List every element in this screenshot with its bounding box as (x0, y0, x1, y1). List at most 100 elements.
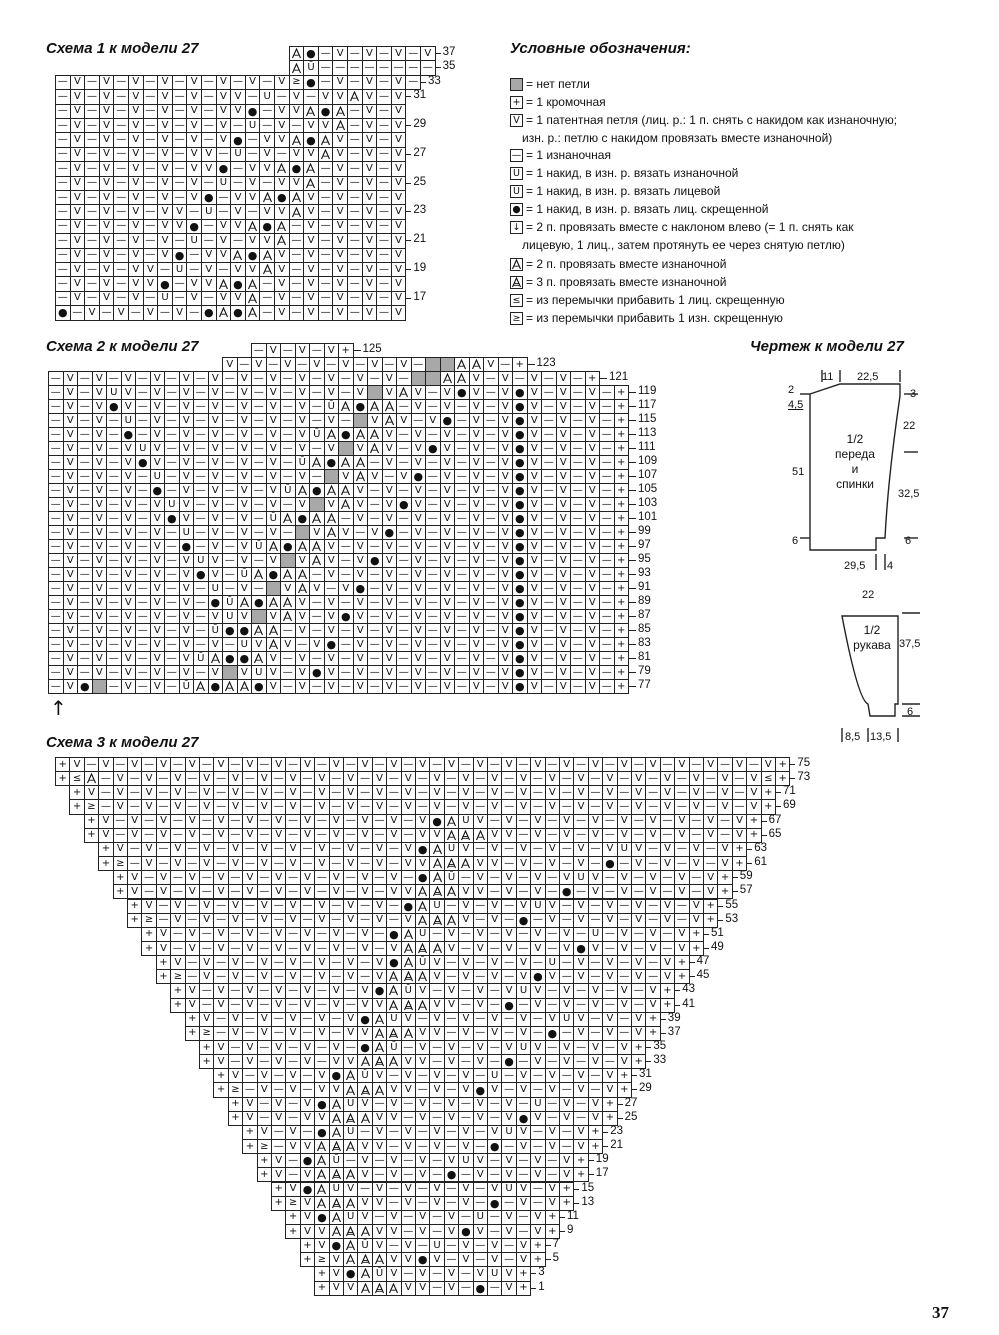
purl-cell: — (443, 1238, 460, 1254)
purl-cell: — (199, 926, 215, 942)
purl-cell: — (367, 567, 383, 582)
purl-cell: — (314, 757, 330, 773)
purl-cell: — (338, 595, 354, 610)
patent-stitch-cell: V (178, 623, 194, 638)
patent-stitch-cell: V (439, 441, 455, 456)
purl-cell: — (299, 898, 316, 914)
row-tick (628, 420, 636, 421)
yarnover-knit-cell: Ū (371, 1266, 388, 1282)
row-number: 53 (725, 912, 738, 927)
purl-cell: — (113, 247, 129, 263)
row-tick (602, 1146, 609, 1148)
patent-stitch-cell: V (207, 399, 223, 414)
patent-stitch-cell: V (69, 175, 86, 191)
patent-stitch-cell: V (230, 204, 246, 220)
patent-stitch-cell: V (274, 118, 290, 134)
purl-cell: — (487, 1280, 503, 1296)
patent-stitch-cell: V (587, 813, 604, 829)
row-tick (628, 630, 636, 631)
purl-cell: — (599, 441, 615, 456)
purl-cell: — (458, 1040, 474, 1056)
purl-cell: — (541, 413, 557, 428)
patent-stitch-cell: V (62, 469, 78, 484)
purl-cell: — (602, 757, 618, 773)
patent-stitch-cell: V (274, 247, 290, 263)
edge-cell: + (613, 665, 629, 680)
p2tog-cell (328, 1223, 344, 1240)
row-tick (731, 891, 738, 893)
patent-stitch-cell: V (155, 757, 172, 773)
patent-stitch-cell: V (410, 455, 426, 470)
patent-stitch-cell: V (157, 190, 173, 206)
patent-stitch-cell: V (157, 175, 173, 191)
dim-right-bottom: 6 (905, 535, 911, 547)
patent-stitch-cell: V (555, 665, 571, 680)
purl-cell: — (171, 132, 188, 148)
purl-cell: — (472, 898, 488, 914)
purl-cell: — (347, 118, 363, 134)
patent-stitch-cell: V (415, 1153, 431, 1169)
dim-height: 51 (792, 466, 804, 478)
purl-cell: — (309, 343, 325, 358)
purl-cell: — (285, 1110, 301, 1126)
patent-stitch-cell: V (760, 757, 776, 773)
p2tog-cell (317, 146, 334, 163)
patent-stitch-cell: V (230, 89, 246, 105)
patent-stitch-cell: V (645, 813, 661, 829)
edge-cell: + (515, 1280, 532, 1296)
patent-stitch-cell: V (242, 997, 258, 1013)
purl-cell: — (135, 553, 151, 568)
patent-stitch-cell: V (285, 969, 301, 985)
patent-stitch-cell: V (69, 757, 85, 773)
p2tog-cell (443, 884, 460, 900)
purl-cell: — (193, 595, 209, 610)
patent-stitch-cell: V (120, 623, 136, 638)
patent-stitch-cell: V (361, 262, 378, 278)
patent-stitch-cell: V (323, 553, 339, 568)
purl-cell: — (135, 651, 151, 666)
patent-stitch-cell: V (236, 581, 252, 596)
patent-stitch-cell: V (186, 146, 202, 163)
p2tog-cell (294, 581, 310, 596)
patent-stitch-cell: V (171, 204, 188, 220)
edge-cell: + (584, 371, 600, 386)
patent-stitch-cell: V (128, 218, 144, 235)
purl-cell: — (515, 1209, 532, 1225)
patent-stitch-cell: V (256, 1124, 272, 1141)
patent-stitch-cell: V (400, 771, 416, 787)
purl-cell: — (227, 926, 244, 942)
row-number: 67 (769, 813, 782, 828)
patent-stitch-cell: V (357, 884, 373, 900)
row-number: 17 (413, 290, 426, 305)
yarnover-twisted-cell: ● (328, 1068, 344, 1084)
purl-cell: — (501, 841, 517, 858)
patent-stitch-cell: V (186, 190, 202, 206)
purl-cell: — (400, 1040, 416, 1056)
patent-stitch-cell: V (674, 757, 690, 773)
purl-cell: — (515, 870, 532, 886)
row-number: 19 (596, 1152, 609, 1167)
purl-cell: — (602, 926, 618, 942)
patent-stitch-cell: V (468, 399, 484, 414)
purl-cell: — (113, 175, 129, 191)
patent-stitch-cell: V (497, 525, 513, 540)
purl-cell: — (55, 262, 71, 278)
purl-cell: — (309, 385, 325, 400)
purl-cell: — (501, 1238, 517, 1254)
purl-cell: — (317, 218, 334, 235)
purl-cell: — (164, 679, 180, 694)
p2tog-cell (338, 497, 354, 512)
purl-cell: — (541, 497, 557, 512)
purl-cell: — (184, 856, 200, 872)
legend-symbol-icon: Ū (510, 185, 523, 198)
p2tog-cell (332, 118, 348, 134)
patent-stitch-cell: V (62, 399, 78, 414)
patent-stitch-cell: V (314, 1238, 330, 1254)
row-tick (628, 560, 636, 561)
yarnover-twisted-cell: ● (512, 665, 528, 680)
patent-stitch-cell: V (400, 1195, 416, 1211)
patent-stitch-cell: V (259, 233, 275, 249)
patent-stitch-cell: V (343, 1280, 359, 1296)
purl-cell: — (48, 469, 64, 484)
row-number: 27 (413, 146, 426, 161)
